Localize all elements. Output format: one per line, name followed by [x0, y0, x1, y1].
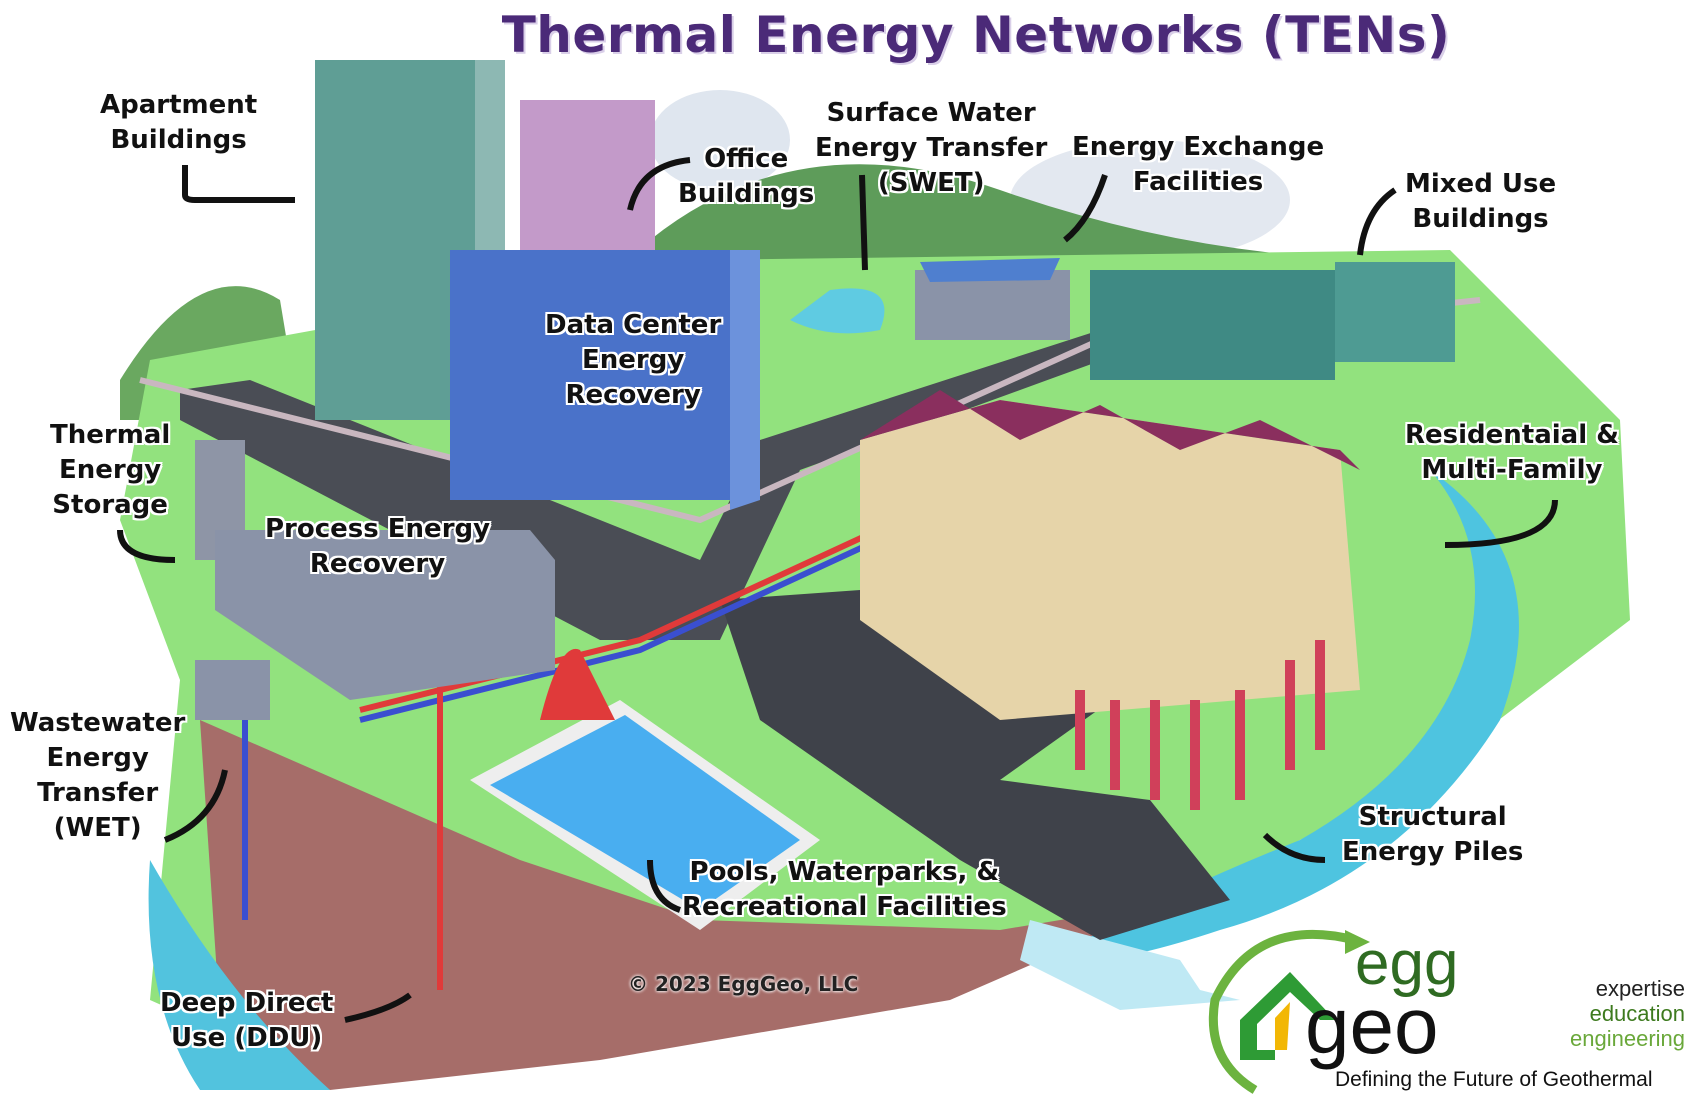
label-line: Recreational Facilities: [682, 892, 1007, 922]
label-line: Storage: [52, 490, 168, 520]
label-line: Surface Water: [826, 98, 1036, 128]
label-office-buildings: Office Buildings: [678, 142, 814, 212]
label-apartment-buildings: Apartment Buildings: [100, 88, 257, 158]
label-line: (SWET): [877, 168, 985, 198]
label-swet: Surface Water Energy Transfer (SWET): [815, 96, 1047, 201]
label-wet: Wastewater Energy Transfer (WET): [10, 706, 185, 846]
label-line: Use (DDU): [170, 1023, 323, 1053]
logo-tagline: Defining the Future of Geothermal: [1335, 1068, 1653, 1091]
label-line: Multi-Family: [1421, 455, 1603, 485]
label-line: Recovery: [565, 380, 701, 410]
label-line: Energy Piles: [1342, 837, 1524, 867]
label-line: Mixed Use: [1405, 169, 1557, 199]
egggeo-logo: egg geo Defining the Future of Geotherma…: [1195, 920, 1695, 1095]
energy-piles: [1075, 640, 1325, 810]
label-line: Buildings: [1412, 204, 1549, 234]
label-pools: Pools, Waterparks, & Recreational Facili…: [682, 855, 1007, 925]
label-line: Residentaial &: [1405, 420, 1619, 450]
label-line: Buildings: [110, 125, 247, 155]
label-line: Structural: [1358, 802, 1507, 832]
label-line: Apartment: [100, 90, 258, 120]
label-line: Buildings: [678, 179, 815, 209]
label-line: Energy: [581, 345, 685, 375]
label-line: Process Energy: [265, 514, 491, 544]
buildings: [195, 60, 1455, 930]
diagram-title: Thermal Energy Networks (TENs): [501, 6, 1451, 64]
label-energy-exchange: Energy Exchange Facilities: [1072, 130, 1324, 200]
logo-word-engineering: engineering: [1570, 1026, 1685, 1051]
logo-geo: geo: [1305, 981, 1439, 1070]
logo-word-expertise: expertise: [1595, 976, 1685, 1001]
label-line: Wastewater: [10, 708, 186, 738]
label-mixed-use: Mixed Use Buildings: [1405, 167, 1556, 237]
label-line: Energy Transfer: [815, 133, 1048, 163]
label-energy-piles: Structural Energy Piles: [1342, 800, 1523, 870]
label-line: Energy: [46, 743, 149, 773]
label-line: Energy: [58, 455, 162, 485]
label-process-energy: Process Energy Recovery: [265, 512, 490, 582]
label-line: Deep Direct: [160, 988, 334, 1018]
label-line: Data Center: [545, 310, 722, 340]
label-line: Office: [704, 144, 789, 174]
label-line: Energy Exchange: [1072, 132, 1325, 162]
label-line: Pools, Waterparks, &: [689, 857, 1000, 887]
label-line: Transfer: [37, 778, 159, 808]
label-data-center: Data Center Energy Recovery: [545, 308, 721, 413]
logo-egg: egg: [1355, 929, 1459, 998]
label-ddu: Deep Direct Use (DDU): [160, 986, 333, 1056]
logo-word-education: education: [1589, 1001, 1685, 1026]
label-line: Recovery: [309, 549, 446, 579]
label-line: (WET): [53, 813, 142, 843]
label-line: Facilities: [1132, 167, 1264, 197]
label-residential: Residentaial & Multi-Family: [1405, 418, 1619, 488]
label-thermal-storage: Thermal Energy Storage: [50, 418, 170, 523]
logo-house-arrow-icon: [1208, 929, 1370, 1094]
copyright: © 2023 EggGeo, LLC: [628, 972, 859, 996]
label-line: Thermal: [50, 420, 171, 450]
pointer-arrows: [117, 157, 1558, 1023]
